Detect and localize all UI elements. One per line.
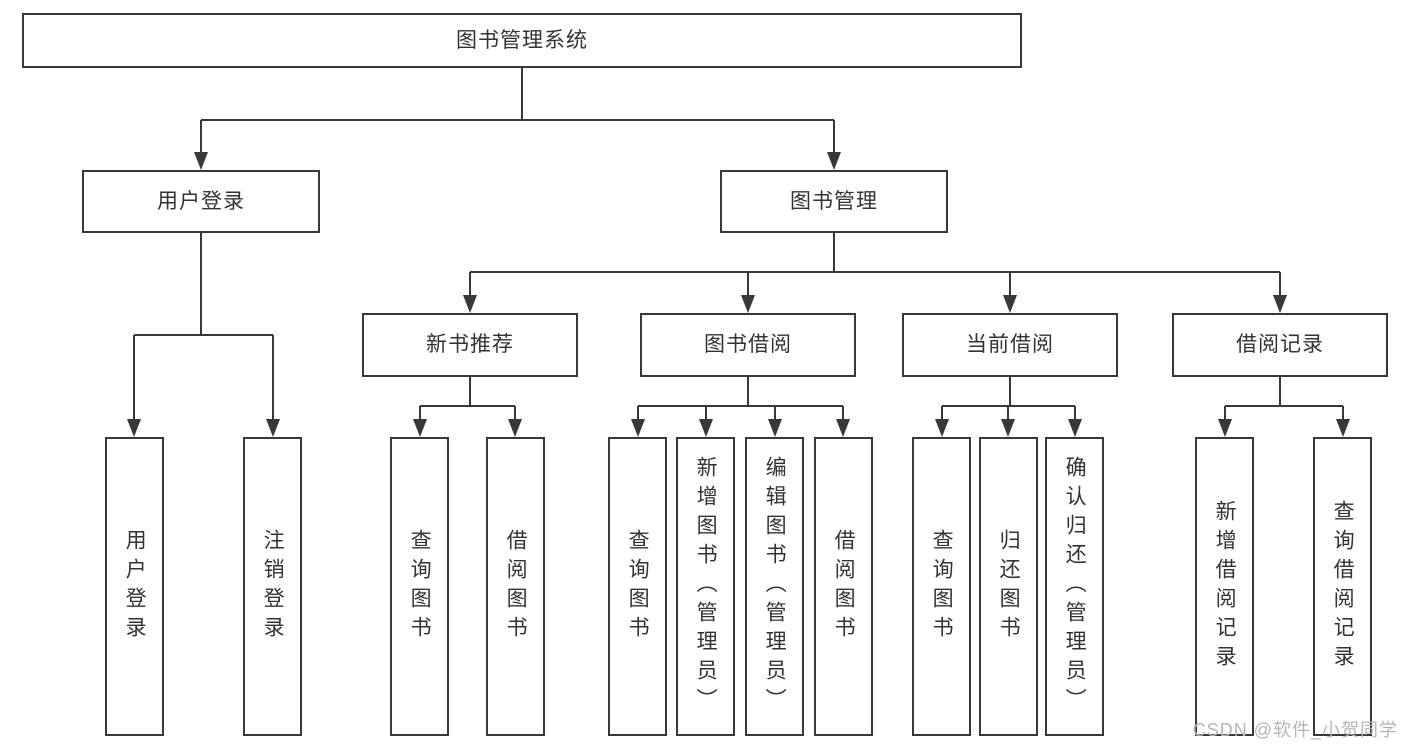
connector-book-borrowing-branch [631,377,850,437]
csdn-watermark: CSDN @软件_小贺同学 [1192,720,1398,740]
leaf-confirm-return-admin: 确认归还（管理员） [1045,437,1104,736]
leaf-return-book: 归还图书 [979,437,1038,736]
connector-root-to-level2 [194,68,841,170]
leaf-add-book-admin: 新增图书（管理员） [676,437,735,736]
node-current-borrowing: 当前借阅 [902,313,1118,377]
leaf-user-login: 用户登录 [105,437,164,736]
connector-book-management-branch [463,233,1287,313]
node-borrowing-records: 借阅记录 [1172,313,1388,377]
leaf-query-books-borrowing: 查询图书 [608,437,667,736]
connector-borrowing-records-branch [1218,377,1350,437]
node-book-management: 图书管理 [720,170,948,233]
connector-user-login-branch [127,233,280,437]
leaf-query-borrow-record: 查询借阅记录 [1313,437,1372,736]
leaf-logout: 注销登录 [243,437,302,736]
node-book-borrowing: 图书借阅 [640,313,856,377]
leaf-borrow-books-borrowing: 借阅图书 [814,437,873,736]
leaf-borrow-books-recommend: 借阅图书 [486,437,545,736]
node-library-management-system: 图书管理系统 [22,13,1022,68]
leaf-query-books-recommend: 查询图书 [390,437,449,736]
leaf-edit-book-admin: 编辑图书（管理员） [745,437,804,736]
leaf-add-borrow-record: 新增借阅记录 [1195,437,1254,736]
node-new-book-recommend: 新书推荐 [362,313,578,377]
node-user-login: 用户登录 [82,170,320,233]
leaf-query-books-current: 查询图书 [912,437,971,736]
connector-current-borrowing-branch [935,377,1082,437]
connector-new-book-recommend-branch [413,377,522,437]
